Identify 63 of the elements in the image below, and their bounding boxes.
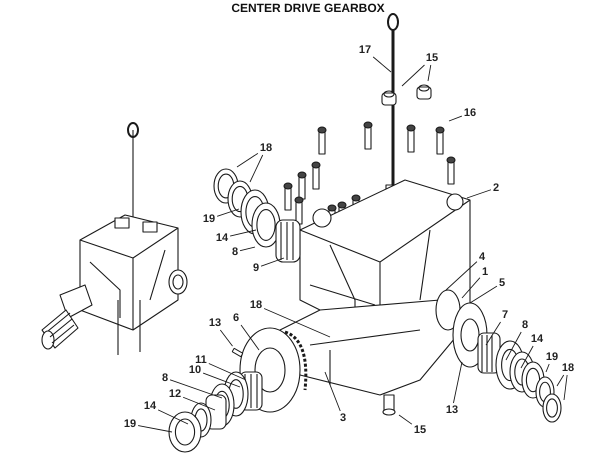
leader-line (453, 362, 462, 404)
leader-line (264, 308, 330, 338)
leader-line (402, 64, 425, 86)
callout-number: 13 (208, 317, 222, 329)
key-part (230, 347, 244, 357)
leader-line (250, 154, 264, 182)
leader-line (170, 379, 222, 398)
leader-line (428, 64, 432, 82)
leader-line (462, 277, 480, 298)
callout-number: 12 (168, 388, 182, 400)
leader-line (520, 346, 534, 368)
leader-line (398, 414, 412, 425)
callout-number: 15 (412, 424, 428, 436)
callout-number: 14 (214, 232, 230, 244)
callout-number: 14 (142, 400, 158, 412)
leader-line (220, 330, 233, 347)
leader-line (158, 409, 188, 424)
callout-number: 15 (424, 52, 440, 64)
leader-line (230, 230, 256, 237)
callout-number: 8 (230, 246, 240, 258)
callout-number: 16 (462, 107, 478, 119)
callout-number: 19 (202, 213, 216, 225)
callout-number: 5 (498, 277, 506, 289)
leader-line (466, 189, 492, 198)
callout-number: 18 (248, 299, 264, 311)
callout-number: 1 (480, 266, 490, 278)
callout-number: 19 (122, 418, 138, 430)
callout-number: 9 (252, 262, 260, 274)
callout-number: 19 (544, 351, 560, 363)
leader-line (260, 258, 284, 267)
leader-line (208, 363, 246, 380)
leader-line (202, 372, 240, 388)
callout-number: 8 (520, 319, 530, 331)
callout-number: 7 (500, 309, 510, 321)
callout-number: 13 (444, 404, 460, 416)
diagram-title: CENTER DRIVE GEARBOX (231, 1, 385, 15)
callout-number: 14 (530, 333, 544, 345)
leader-line (446, 261, 478, 290)
leader-line (448, 116, 462, 122)
leader-line (240, 246, 256, 252)
leader-line (216, 208, 240, 217)
leader-line (324, 372, 341, 412)
callout-number: 18 (258, 142, 274, 154)
leader-line (372, 56, 392, 72)
leader-line (138, 425, 172, 432)
leader-line (470, 286, 498, 304)
leader-line (506, 332, 522, 360)
leader-line (546, 364, 550, 372)
callout-number: 6 (232, 312, 240, 324)
leader-line (240, 324, 260, 350)
leader-line (236, 152, 258, 168)
leader-line (182, 396, 216, 410)
leader-line (556, 374, 564, 386)
callout-number: 17 (358, 44, 372, 56)
callout-number: 11 (194, 354, 208, 366)
leader-line (486, 322, 502, 346)
leader-line (564, 374, 568, 400)
callout-number: 3 (338, 412, 348, 424)
callout-number: 4 (478, 251, 486, 263)
callout-number: 8 (160, 372, 170, 384)
callout-number: 2 (492, 182, 500, 194)
callout-number: 10 (188, 364, 202, 376)
callout-number: 18 (560, 362, 576, 374)
